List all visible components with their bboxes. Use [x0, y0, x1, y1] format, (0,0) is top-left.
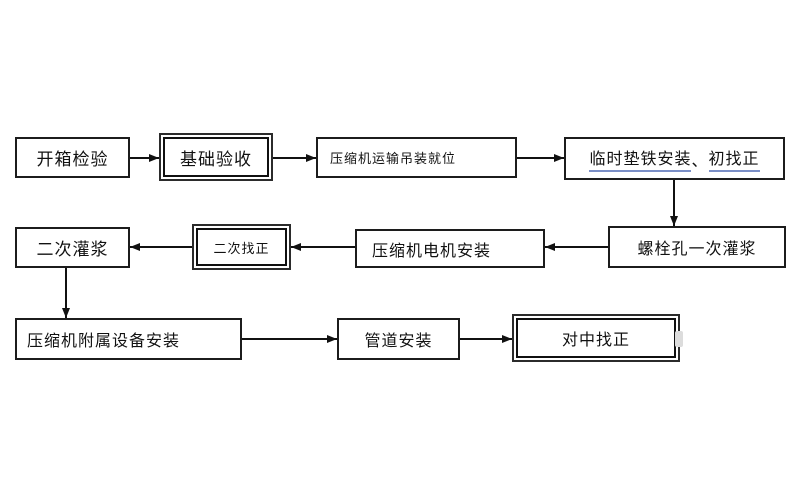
flow-node-label: 临时垫铁安装、初找正	[566, 139, 783, 178]
flow-node-label: 螺栓孔一次灌浆	[610, 228, 784, 266]
flow-node-label: 二次灌浆	[17, 229, 128, 266]
flow-node-open-box-inspection: 开箱检验	[15, 137, 130, 178]
flow-node-label: 二次找正	[196, 228, 287, 266]
flow-node-bolt-hole-first-grouting: 螺栓孔一次灌浆	[608, 226, 786, 268]
flow-node-label: 压缩机电机安装	[357, 231, 543, 266]
flow-node-compressor-motor-install: 压缩机电机安装	[355, 229, 545, 268]
label-text: 压缩机附属设备安装	[27, 333, 181, 350]
underlined-label-text: 临时垫铁安装	[589, 145, 692, 172]
label-text: 二次灌浆	[36, 240, 109, 259]
label-text: 压缩机电机安装	[372, 242, 492, 260]
label-text: 螺栓孔一次灌浆	[637, 241, 757, 258]
flow-node-temp-shim-initial-align: 临时垫铁安装、初找正	[564, 137, 785, 180]
flow-node-label: 压缩机附属设备安装	[17, 320, 240, 358]
flow-node-second-alignment: 二次找正	[192, 224, 291, 270]
flow-node-label: 对中找正	[516, 318, 676, 358]
flow-node-transport-hoist-in-place: 压缩机运输吊装就位	[316, 137, 517, 178]
watermark-artifact	[675, 331, 683, 347]
label-text: 压缩机运输吊装就位	[330, 151, 457, 166]
label-text: 二次找正	[213, 240, 270, 256]
flow-node-label: 管道安装	[339, 320, 458, 358]
label-text: 对中找正	[561, 332, 630, 349]
label-text: 基础验收	[180, 149, 252, 169]
label-text: 管道安装	[364, 333, 433, 350]
flow-node-second-grouting: 二次灌浆	[15, 227, 130, 268]
label-text: 开箱检验	[36, 150, 109, 169]
underlined-label-text: 初找正	[708, 145, 760, 172]
flow-node-foundation-acceptance: 基础验收	[159, 133, 273, 181]
flow-node-centering-alignment: 对中找正	[512, 314, 680, 362]
flow-node-label: 开箱检验	[17, 139, 128, 176]
flow-node-piping-install: 管道安装	[337, 318, 460, 360]
flow-node-label: 基础验收	[163, 137, 269, 177]
flow-node-auxiliary-equip-install: 压缩机附属设备安装	[15, 318, 242, 360]
label-text: 、	[691, 152, 709, 170]
flow-node-label: 压缩机运输吊装就位	[318, 139, 515, 176]
